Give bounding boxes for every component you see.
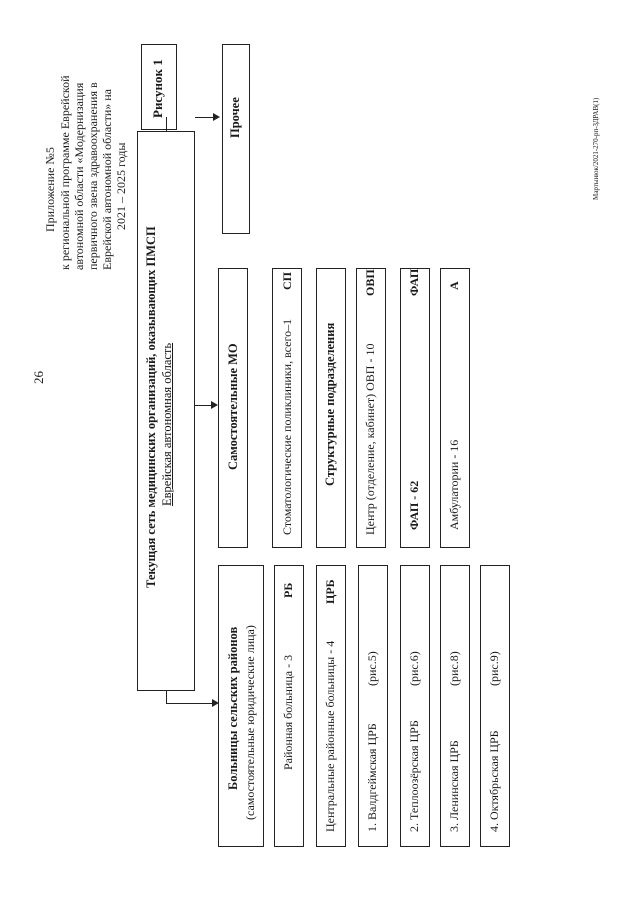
crb-box-2 [400,565,430,847]
dental-label: Стоматологические поликлиники, всего–1 [280,318,294,535]
crb-ref-3: (рис.8) [447,651,461,686]
district-hospital-code: РБ [281,582,295,598]
district-hospital-box [274,565,304,847]
figure-label-box [141,44,177,130]
crb-name-4: 4. Октябрьская ЦРБ [487,730,501,832]
ambulatory-label: Амбулатории - 16 [447,439,461,530]
other-box [222,44,250,234]
header-line-2: к региональной программе Еврейской [58,75,72,270]
center-ovp-box [356,268,386,548]
main-box-title: Текущая сеть медицинских организаций, ок… [144,226,158,588]
rural-hospitals-box [218,565,264,847]
header-line-3: автономной области «Модернизация [72,82,86,270]
arrow-other [213,113,220,121]
header-line-4: первичного звена здравоохранения в [86,82,100,270]
central-hospitals-box [316,565,346,847]
crb-ref-2: (рис.6) [407,651,421,686]
figure-label: Рисунок 1 [150,59,165,118]
fap-label: ФАП - 62 [407,480,421,530]
center-ovp-label: Центр (отделение, кабинет) ОВП - 10 [363,343,377,535]
header-line-1: Приложение №5 [43,147,57,232]
rural-subtitle: (самостоятельные юридические лица) [243,625,257,820]
crb-name-3: 3. Ленинская ЦРБ [447,740,461,832]
other-label: Прочее [228,97,242,138]
self-mo-label: Самостоятельные МО [226,343,240,470]
fap-code: ФАП [407,268,421,296]
crb-name-2: 2. Теплоозёрская ЦРБ [407,720,421,832]
header-line-6: 2021 – 2025 годы [114,142,128,230]
page-number: 26 [31,371,46,384]
self-mo-box [218,268,248,548]
crb-name-1: 1. Валдгеймская ЦРБ [365,723,379,832]
central-hospitals-code: ЦРБ [323,579,337,604]
header-line-5: Еврейской автономной области» на [100,89,114,270]
arrow-rural [212,699,219,707]
rural-title: Больницы сельских районов [226,626,240,790]
arrow-self-mo [211,401,218,409]
center-ovp-code: ОВП [363,269,377,296]
ambulatory-box [440,268,470,548]
crb-ref-1: (рис.5) [365,651,379,686]
crb-box-1 [358,565,388,847]
dental-code: СП [280,272,294,290]
main-box-subtitle: Еврейская автономная область [160,342,174,506]
district-hospital-label: Районная больница - 3 [281,654,295,770]
dental-box [272,268,302,548]
crb-ref-4: (рис.9) [487,651,501,686]
crb-box-3 [440,565,470,847]
footer-code: Мартынюк/2021-270-рп-ЗДРАВ(1) [592,97,600,200]
structural-box [316,268,346,548]
central-hospitals-label: Центральные районные больницы - 4 [323,640,337,832]
main-network-box [137,131,195,691]
fap-box [400,268,430,548]
crb-box-4 [480,565,510,847]
structural-label: Структурные подразделения [323,322,337,486]
ambulatory-code: А [447,281,461,290]
